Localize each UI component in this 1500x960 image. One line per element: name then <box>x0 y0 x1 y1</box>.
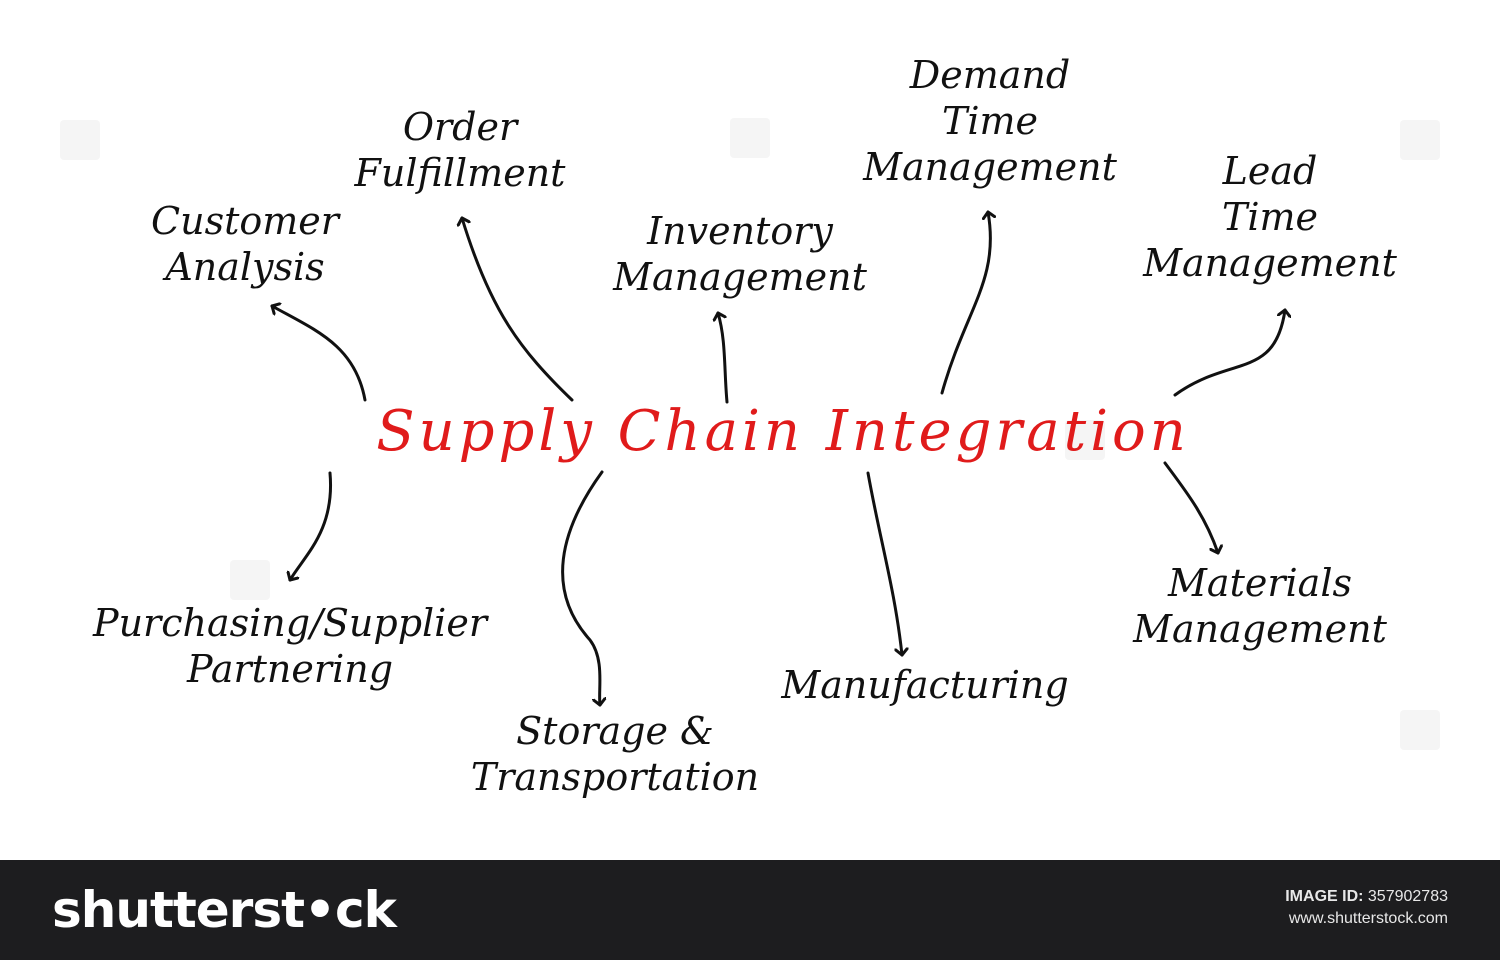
node-demand-time-management: Demand Time Management <box>820 52 1160 190</box>
shutterstock-logo: shutterst•ck <box>52 881 397 939</box>
node-line: Management <box>863 145 1117 189</box>
node-line: Management <box>1133 607 1387 651</box>
node-line: Order <box>402 105 518 149</box>
node-order-fulfillment: Order Fulfillment <box>300 104 620 196</box>
stock-footer-bar: shutterst•ck IMAGE ID: 357902783 www.shu… <box>0 860 1500 960</box>
node-line: Time <box>1221 195 1319 239</box>
arrow-to-storage-transportation <box>561 470 602 707</box>
node-storage-transportation: Storage & Transportation <box>420 708 810 800</box>
node-materials-management: Materials Management <box>1095 560 1425 652</box>
node-line: Transportation <box>470 755 760 799</box>
node-line: Fulfillment <box>354 151 566 195</box>
node-inventory-management: Inventory Management <box>575 208 905 300</box>
node-line: Customer <box>151 199 339 243</box>
node-lead-time-management: Lead Time Management <box>1105 148 1435 286</box>
watermark-tile <box>730 118 770 158</box>
node-line: Lead <box>1222 149 1318 193</box>
arrow-to-order-fulfillment <box>462 216 574 402</box>
watermark-tile <box>230 560 270 600</box>
node-line: Materials <box>1168 561 1352 605</box>
node-line: Analysis <box>165 245 325 289</box>
node-purchasing-supplier-partnering: Purchasing/Supplier Partnering <box>40 600 540 692</box>
node-line: Partnering <box>186 647 394 691</box>
watermark-tile <box>1400 710 1440 750</box>
arrow-to-manufacturing <box>866 471 902 657</box>
site-url: www.shutterstock.com <box>1288 910 1448 927</box>
image-id-line: IMAGE ID: 357902783 <box>1285 886 1448 908</box>
node-line: Inventory <box>647 209 833 253</box>
watermark-tile <box>60 120 100 160</box>
arrow-to-demand-time-management <box>940 210 990 395</box>
node-customer-analysis: Customer Analysis <box>120 198 370 290</box>
node-line: Management <box>1143 241 1397 285</box>
node-manufacturing: Manufacturing <box>740 662 1110 708</box>
arrow-to-inventory-management <box>718 311 729 404</box>
arrow-to-materials-management <box>1163 461 1218 555</box>
arrow-to-purchasing-supplier-partnering <box>290 471 333 582</box>
diagram-canvas: Supply Chain Integration Customer Analys… <box>40 52 1500 800</box>
watermark-tile <box>1065 420 1105 460</box>
node-line: Demand <box>909 53 1071 97</box>
arrow-to-lead-time-management <box>1173 308 1285 397</box>
arrow-to-customer-analysis <box>270 306 367 402</box>
node-line: Management <box>613 255 867 299</box>
node-line: Purchasing/Supplier <box>93 601 487 645</box>
central-topic-title: Supply Chain Integration <box>376 399 1190 464</box>
image-id-value: 357902783 <box>1367 888 1448 905</box>
watermark-tile <box>1400 120 1440 160</box>
image-id-block: IMAGE ID: 357902783 www.shutterstock.com <box>1285 886 1448 930</box>
node-line: Time <box>941 99 1039 143</box>
node-line: Storage & <box>516 709 714 753</box>
image-id-label: IMAGE ID: <box>1285 888 1364 905</box>
node-line: Manufacturing <box>781 663 1069 707</box>
connector-arrows <box>270 210 1500 707</box>
